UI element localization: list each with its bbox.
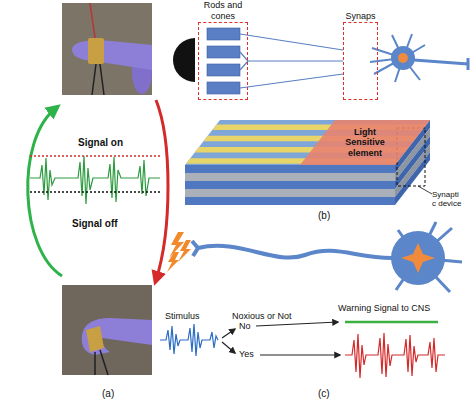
cycle-arrow — [156, 100, 168, 280]
branch-arrow — [222, 329, 235, 338]
nerve-line — [240, 34, 343, 88]
state-label: Signal on — [78, 137, 158, 149]
panel-label: (b) — [318, 210, 348, 222]
region-shape — [300, 120, 430, 165]
device-layer — [185, 173, 395, 181]
sensor-band — [86, 326, 104, 352]
gloved-finger — [72, 40, 152, 70]
device-label: Synapti c device — [432, 190, 463, 208]
branch-label: No — [239, 321, 259, 331]
photo-background — [62, 285, 152, 375]
gloved-finger — [82, 318, 152, 355]
light-sensitive-region: Light Sensitive element — [300, 120, 430, 165]
decision-label: Noxious or Not — [232, 311, 312, 321]
cycle-arrow — [28, 108, 62, 276]
rod-cell — [207, 82, 240, 94]
panel-label: (c) — [318, 388, 348, 400]
eye-symbol — [173, 38, 195, 82]
axon — [414, 58, 468, 70]
device-layer — [185, 197, 395, 205]
nerve-connector — [248, 60, 343, 61]
threshold-line — [30, 155, 160, 157]
branch-arrow — [256, 322, 338, 326]
device-layer — [185, 181, 395, 189]
rods-cones-box: Rods and cones — [198, 22, 248, 100]
device-side — [395, 152, 430, 205]
device-layer — [185, 189, 395, 197]
baseline-line — [30, 191, 160, 193]
branch-arrow — [222, 342, 235, 353]
rod-cell — [207, 28, 240, 40]
neuron-body — [391, 46, 415, 70]
rod-cell — [207, 64, 240, 76]
neuron-nucleus — [401, 243, 435, 273]
lightning-bolt — [178, 240, 191, 262]
neuron-body — [391, 231, 445, 285]
sensor-band — [88, 38, 104, 64]
wire — [92, 64, 104, 95]
state-label: Signal off — [72, 218, 152, 230]
synapse-box: Synaps — [343, 22, 378, 100]
panel-label: (a) — [102, 388, 132, 400]
branch-arrow — [260, 354, 340, 355]
rod-cell — [207, 46, 240, 58]
wire — [90, 3, 95, 38]
output-label: Warning Signal to CNS — [338, 303, 468, 313]
branch-label: Yes — [239, 349, 263, 359]
wire — [95, 350, 108, 375]
signal-trace — [30, 156, 160, 204]
lightning-bolt — [167, 252, 179, 272]
box-heading: Synaps — [336, 11, 385, 21]
dendrite — [370, 34, 425, 82]
stimulus-signal — [160, 324, 218, 356]
nerve-fiber — [192, 241, 392, 258]
device-layer — [185, 165, 395, 173]
no-warning-line — [345, 321, 438, 324]
stimulus-label: Stimulus — [165, 311, 225, 321]
device-top — [185, 120, 430, 165]
leader-line — [418, 186, 432, 194]
warning-signal — [345, 333, 445, 378]
neuron-nucleus — [398, 53, 408, 63]
box-heading: Light Sensitive element — [337, 127, 393, 158]
box-heading: Rods and cones — [191, 0, 255, 21]
photo-background — [62, 3, 152, 95]
